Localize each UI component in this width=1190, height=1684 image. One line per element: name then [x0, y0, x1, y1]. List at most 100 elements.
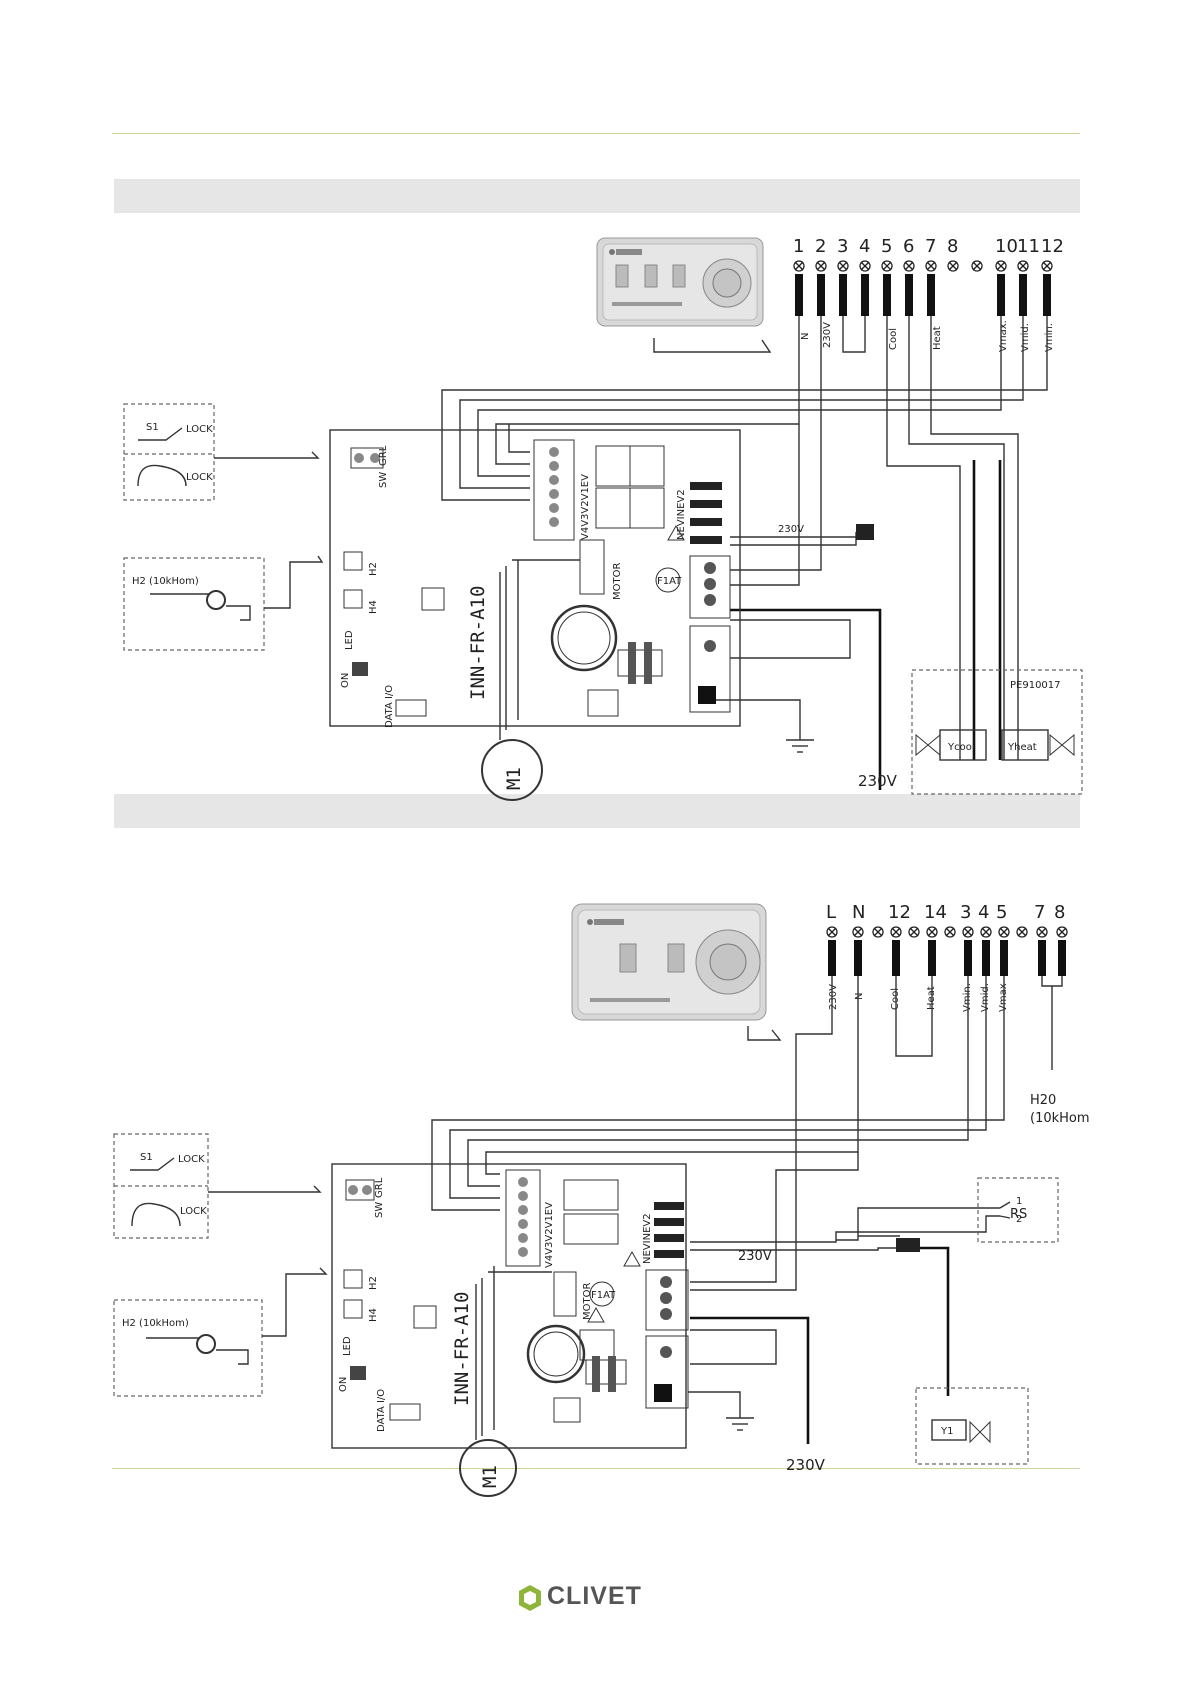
wire-label-n-2: N	[854, 993, 865, 1000]
terminal-6: 5	[881, 236, 892, 257]
header-rule	[112, 133, 1080, 134]
lock-label-2a: LOCK	[178, 1154, 205, 1165]
terminal-14: 14	[924, 902, 947, 923]
terminal-5b: 5	[996, 902, 1007, 923]
clivet-logo-icon	[519, 1585, 541, 1611]
wire-label-vmin: Vmin.	[1044, 323, 1055, 352]
board-data-label-2: DATA I/O	[376, 1389, 387, 1432]
lock-label-1a: LOCK	[186, 424, 213, 435]
terminal-7: 6	[903, 236, 914, 257]
board-data-label: DATA I/O	[384, 685, 395, 728]
control-board-2: SW GRL H2 H4 LED ON DATA I/O V4V3V2V1EV …	[331, 1163, 689, 1497]
board-h4-label-2: H4	[368, 1308, 379, 1322]
board-h4-label: H4	[368, 600, 379, 614]
board-neve-label: NEVINEV2	[676, 489, 687, 540]
board-vpins-label: V4V3V2V1EV	[580, 474, 591, 540]
board-fuse-label-2: F1AT	[591, 1290, 616, 1301]
lock-label-2b: LOCK	[180, 1206, 207, 1217]
section-band-2	[114, 794, 1080, 828]
rs-box: RS 1 1 2	[977, 1177, 1059, 1243]
valve-box-2: Y1	[915, 1387, 1029, 1465]
footer-rule	[112, 1468, 1080, 1469]
wire-label-230v: 230V	[822, 322, 833, 348]
terminal-4b: 4	[978, 902, 989, 923]
terminal-9: 8	[947, 236, 958, 257]
wiring-1: 230V	[441, 316, 1048, 790]
board-on-label: ON	[340, 673, 351, 688]
terminal-block-1: 1 2 3 4 5 6 7 8 10 11 12	[793, 236, 1064, 353]
valve-box-code-1: PE910017	[1010, 680, 1061, 691]
wiring-2: 230V	[431, 976, 1005, 1444]
switch-label-2: S1	[140, 1152, 153, 1163]
wire-label-n: N	[800, 333, 811, 340]
lock-label-1b: LOCK	[186, 472, 213, 483]
terminal-l: L	[826, 902, 836, 923]
board-led-label: LED	[344, 630, 355, 650]
supply-label-1: 230V	[858, 772, 898, 790]
terminal-block-2: L N 12 14 3 4 5 7 8	[826, 902, 1090, 1126]
terminal-8b: 8	[1054, 902, 1065, 923]
wire-label-heat: Heat	[932, 326, 943, 350]
clivet-logo-text: CLIVET	[547, 1582, 642, 1610]
terminal-3b: 3	[960, 902, 971, 923]
terminal-n: N	[852, 902, 865, 923]
board-sw-label: SW	[378, 472, 389, 488]
board-motor-label: MOTOR	[612, 563, 623, 600]
inner-voltage-1: 230V	[778, 524, 804, 535]
terminal-2: 2	[815, 236, 826, 257]
h20-label-line1: H20	[1030, 1093, 1056, 1108]
board-name-1: INN-FR-A10	[467, 586, 489, 700]
h20-label-line2: (10kHom	[1030, 1111, 1090, 1126]
rs-pin-1-label: 1	[1016, 1196, 1022, 1207]
terminal-3: 3	[837, 236, 848, 257]
sensor-box-2: H2 (10kHom)	[113, 1267, 328, 1397]
rs-pin-2-label: 2	[1016, 1214, 1022, 1225]
board-motor-label-2: MOTOR	[582, 1283, 593, 1320]
inner-voltage-2: 230V	[738, 1249, 772, 1264]
valve-box-1: PE910017 Ycool Yheat	[911, 669, 1083, 795]
motor-label-2: M1	[479, 1465, 501, 1488]
diagram-1: 1 2 3 4 5 6 7 8 10 11 12	[123, 236, 1083, 801]
terminal-10: 10	[995, 236, 1018, 257]
valve-cool-label: Ycool	[947, 742, 975, 753]
terminal-7b: 7	[1034, 902, 1045, 923]
valve-heat-label: Yheat	[1007, 742, 1037, 753]
wire-label-vmax: Vmax.	[998, 320, 1009, 352]
switch-label-1: S1	[146, 422, 159, 433]
section-band-1	[114, 179, 1080, 213]
sensor-label-2: H2 (10kHom)	[122, 1318, 189, 1329]
terminal-12: 12	[1041, 236, 1064, 257]
board-fuse-label: F1AT	[657, 576, 682, 587]
diagram-2: L N 12 14 3 4 5 7 8	[113, 902, 1090, 1497]
wire-label-vmid: Vmid.	[1020, 323, 1031, 352]
board-h2-label-2: H2	[368, 1276, 379, 1290]
remote-control-1	[596, 237, 772, 353]
lock-switch-box-1: S1 LOCK LOCK	[123, 403, 320, 501]
control-board-1: SW GRL H2 H4 LED ON DATA I/O V4V3V2V1EV …	[329, 429, 741, 801]
board-grl-label-2: GRL	[374, 1177, 385, 1198]
wire-label-230v-2: 230V	[828, 984, 839, 1010]
board-h2-label: H2	[368, 562, 379, 576]
remote-control-2	[571, 903, 782, 1041]
board-vpins-label-2: V4V3V2V1EV	[544, 1202, 555, 1268]
sensor-label-1: H2 (10kHom)	[132, 576, 199, 587]
clivet-logo: CLIVET	[517, 1580, 667, 1614]
board-led-label-2: LED	[342, 1336, 353, 1356]
wire-label-cool: Cool	[888, 328, 899, 350]
valve-label-2: Y1	[940, 1426, 953, 1437]
rs-label: RS	[1010, 1207, 1027, 1222]
board-sw-label-2: SW	[374, 1202, 385, 1218]
lock-switch-box-2: S1 LOCK LOCK	[113, 1133, 322, 1239]
board-grl-label: GRL	[378, 445, 389, 466]
terminal-4: 4	[859, 236, 870, 257]
supply-label-2: 230V	[786, 1456, 826, 1474]
motor-label-1: M1	[503, 767, 525, 790]
terminal-1: 1	[793, 236, 804, 257]
terminal-12b: 12	[888, 902, 911, 923]
terminal-11: 11	[1017, 236, 1040, 257]
sensor-box-1: H2 (10kHom)	[123, 555, 324, 651]
board-on-label-2: ON	[338, 1377, 349, 1392]
terminal-8: 7	[925, 236, 936, 257]
board-neve-label-2: NEVINEV2	[642, 1213, 653, 1264]
